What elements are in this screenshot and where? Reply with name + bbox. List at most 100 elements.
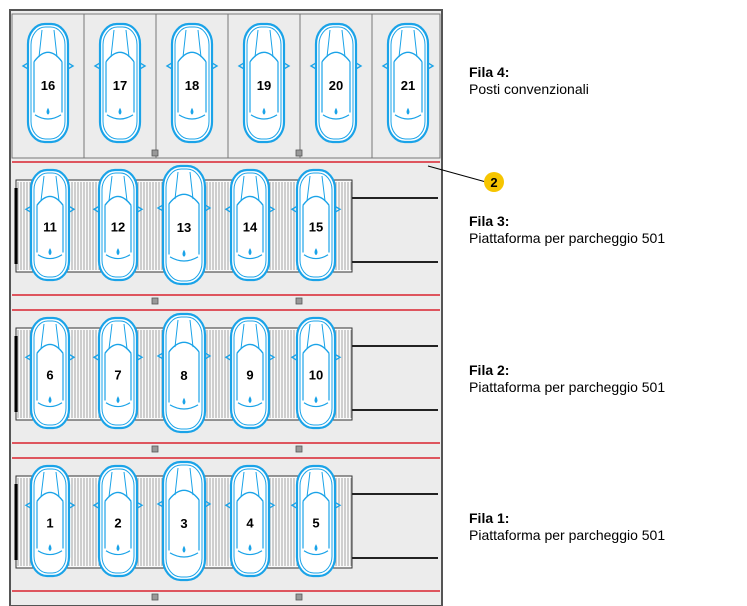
car-windshield	[393, 51, 423, 63]
car-mirror	[136, 205, 144, 213]
car-space-9: 9	[224, 316, 276, 430]
car-body	[26, 22, 70, 144]
car-outline-inner	[233, 320, 267, 426]
car-outline-inner	[165, 464, 203, 578]
car-windshield	[168, 341, 200, 353]
car-rear-window	[303, 402, 329, 408]
car-body	[29, 464, 71, 578]
car-space-10: 10	[290, 316, 342, 430]
car-rear-window	[37, 550, 63, 556]
car-windshield	[236, 343, 264, 354]
column-post	[295, 445, 303, 453]
row-subtitle: Posti convenzionali	[469, 81, 589, 97]
car-mirror	[24, 353, 32, 361]
car-space-7: 7	[92, 316, 144, 430]
car-windshield	[36, 343, 64, 354]
car-space-3: 3	[156, 460, 212, 582]
car-rear-window	[37, 402, 63, 408]
car-windshield	[177, 51, 207, 63]
space-number: 4	[246, 516, 254, 531]
row-title: Fila 3:	[469, 213, 510, 229]
row-label-2: Fila 2: Piattaforma per parcheggio 501	[469, 362, 665, 396]
car-mirror	[92, 501, 100, 509]
car-outline-inner	[299, 172, 333, 278]
space-number: 15	[309, 220, 323, 235]
space-number: 5	[312, 516, 319, 531]
row-label-1: Fila 1: Piattaforma per parcheggio 501	[469, 510, 665, 544]
drop-icon	[116, 396, 120, 404]
car-body	[242, 22, 286, 144]
car-mirror	[68, 205, 76, 213]
drop-icon	[182, 249, 186, 257]
car-mirror	[268, 501, 276, 509]
car-mirror	[68, 353, 76, 361]
car-mirror	[68, 501, 76, 509]
car-hood-lines	[108, 323, 128, 349]
car-space-14: 14	[224, 168, 276, 282]
car-rear-window	[322, 114, 350, 120]
car-hood-lines	[40, 323, 60, 349]
car-rear-window	[105, 402, 131, 408]
car-rear-window	[178, 114, 206, 120]
car-outline-inner	[233, 468, 267, 574]
car-mirror	[309, 62, 317, 70]
car-rear-window	[237, 550, 263, 556]
car-body	[229, 168, 271, 282]
drop-icon	[48, 396, 52, 404]
car-space-6: 6	[24, 316, 76, 430]
car-outline-inner	[33, 320, 67, 426]
space-number: 21	[401, 78, 415, 93]
space-number: 16	[41, 78, 55, 93]
car-mirror	[204, 204, 212, 212]
drop-icon	[248, 396, 252, 404]
car-mirror	[334, 501, 342, 509]
car-body	[29, 316, 71, 430]
car-windshield	[36, 195, 64, 206]
drop-icon	[118, 107, 122, 115]
row-title: Fila 4:	[469, 64, 510, 80]
car-mirror	[156, 500, 164, 508]
drop-icon	[182, 397, 186, 405]
car-hood-lines	[40, 471, 60, 497]
car-outline-inner	[101, 468, 135, 574]
conventional-row-border	[11, 13, 441, 159]
car-rear-window	[250, 114, 278, 120]
drop-icon	[48, 544, 52, 552]
car-body	[29, 168, 71, 282]
car-mirror	[24, 501, 32, 509]
column-post	[295, 297, 303, 305]
car-mirror	[211, 62, 219, 70]
space-number: 17	[113, 78, 127, 93]
car-space-17: 17	[93, 22, 147, 144]
car-body	[97, 168, 139, 282]
car-hood-lines	[38, 29, 58, 58]
car-rear-window	[303, 254, 329, 260]
row-subtitle: Piattaforma per parcheggio 501	[469, 527, 666, 543]
space-number: 3	[180, 516, 187, 531]
car-rear-window	[105, 254, 131, 260]
car-windshield	[236, 491, 264, 502]
car-body	[295, 464, 337, 578]
car-space-4: 4	[224, 464, 276, 578]
car-space-11: 11	[24, 168, 76, 282]
space-number: 18	[185, 78, 199, 93]
car-hood-lines	[306, 323, 326, 349]
car-mirror	[290, 353, 298, 361]
drop-icon	[314, 396, 318, 404]
column-post	[151, 297, 159, 305]
car-hood-lines	[110, 29, 130, 58]
car-mirror	[93, 62, 101, 70]
car-outline-inner	[390, 26, 426, 140]
car-hood-lines	[398, 29, 418, 58]
car-space-18: 18	[165, 22, 219, 144]
car-outline-inner	[101, 320, 135, 426]
car-windshield	[104, 343, 132, 354]
car-outline-inner	[318, 26, 354, 140]
car-space-20: 20	[309, 22, 363, 144]
column-post	[151, 593, 159, 601]
column-post	[295, 149, 303, 157]
space-number: 6	[46, 368, 53, 383]
car-mirror	[24, 205, 32, 213]
car-space-16: 16	[21, 22, 75, 144]
